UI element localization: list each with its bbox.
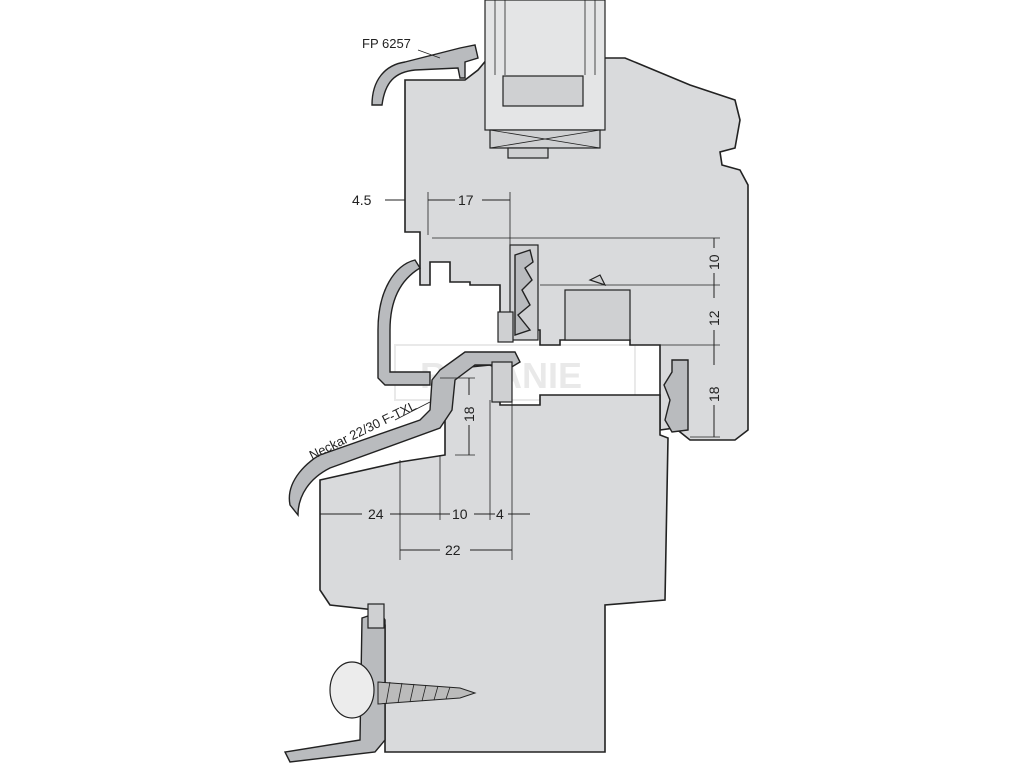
drip-profile-top xyxy=(371,44,479,106)
right-seal xyxy=(663,359,689,433)
dim-4: 4 xyxy=(496,506,504,522)
dim-10-bottom: 10 xyxy=(452,506,468,522)
dimension-top-row: 4.5 17 xyxy=(352,192,511,245)
dim-24: 24 xyxy=(368,506,384,522)
dim-18-right: 18 xyxy=(706,386,722,402)
dimension-center-vertical: 18 xyxy=(440,377,477,456)
weather-seal-left xyxy=(377,259,431,386)
dim-22: 22 xyxy=(445,542,461,558)
screw-head-icon xyxy=(329,661,375,719)
screw-icon xyxy=(377,681,477,705)
dimension-22: 22 xyxy=(400,542,512,558)
dim-4-5: 4.5 xyxy=(352,192,372,208)
dim-12-right: 12 xyxy=(706,310,722,326)
hardware-channel xyxy=(491,244,631,403)
dim-17: 17 xyxy=(458,192,474,208)
fastening-assembly xyxy=(283,603,477,763)
dim-18-center: 18 xyxy=(461,406,477,422)
dimension-bottom-row: 24 10 4 xyxy=(319,365,530,560)
dimension-right-stack: 10 12 18 xyxy=(432,237,722,438)
fp-6257-label: FP 6257 xyxy=(362,36,411,51)
sash-frame xyxy=(404,57,749,441)
glazing-unit xyxy=(484,0,606,159)
dim-10-right: 10 xyxy=(706,254,722,270)
sill-profile xyxy=(288,351,521,517)
